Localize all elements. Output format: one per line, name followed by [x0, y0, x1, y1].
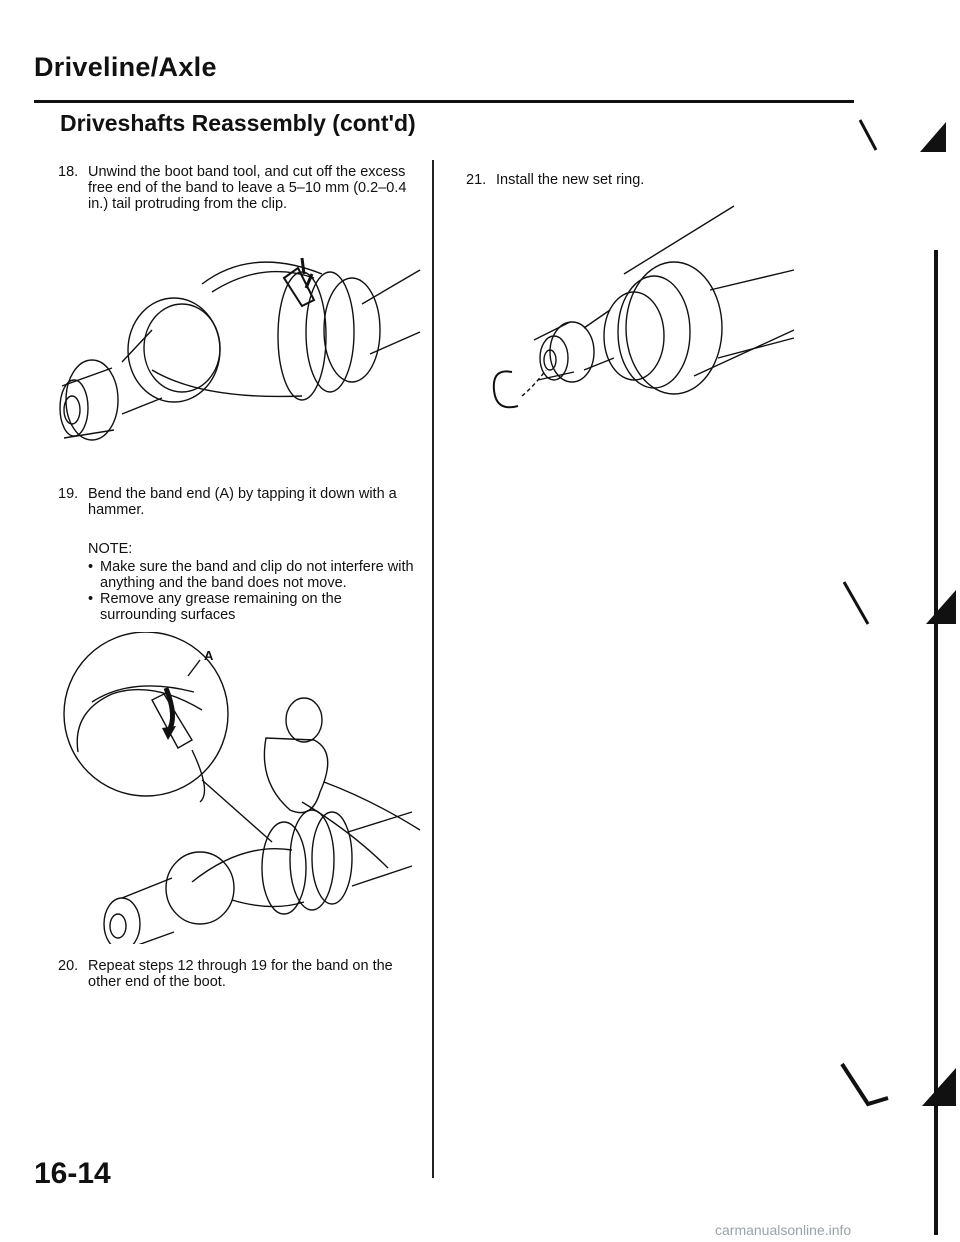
thumb-index-bar — [934, 250, 938, 1235]
corner-mark-icon — [842, 581, 956, 625]
corner-mark-icon — [858, 119, 946, 152]
note-item: Remove any grease remaining on the surro… — [88, 591, 420, 623]
corner-mark-icon — [840, 1062, 956, 1107]
step-number: 19. — [58, 486, 79, 502]
step-text: Unwind the boot band tool, and cut off t… — [88, 164, 407, 212]
section-header: Driveline/Axle — [34, 52, 217, 82]
step-20: 20. Repeat steps 12 through 19 for the b… — [58, 958, 428, 994]
note-label: NOTE: — [88, 541, 133, 557]
column-divider — [432, 160, 434, 1178]
step-text: Repeat steps 12 through 19 for the band … — [88, 958, 393, 990]
boot-band-illustration — [59, 257, 421, 441]
hammer-illustration: A — [63, 632, 421, 944]
step-21: 21. Install the new set ring. — [466, 172, 786, 192]
header-rule — [34, 100, 854, 103]
watermark-text: carmanualsonline.info — [715, 1222, 852, 1238]
callout-a: A — [204, 648, 214, 663]
step-text: Install the new set ring. — [496, 172, 645, 188]
note-block: NOTE: Make sure the band and clip do not… — [88, 541, 420, 623]
step-19: 19. Bend the band end (A) by tapping it … — [58, 486, 428, 522]
step-text: Bend the band end (A) by tapping it down… — [88, 486, 397, 518]
page-title: Driveshafts Reassembly (cont'd) — [60, 110, 416, 136]
step-number: 21. — [466, 172, 487, 188]
page-number: 16-14 — [34, 1157, 111, 1190]
step-number: 20. — [58, 958, 79, 974]
step-18: 18. Unwind the boot band tool, and cut o… — [58, 164, 428, 218]
set-ring-illustration — [492, 205, 795, 409]
note-item: Make sure the band and clip do not inter… — [88, 559, 420, 591]
step-number: 18. — [58, 164, 79, 180]
